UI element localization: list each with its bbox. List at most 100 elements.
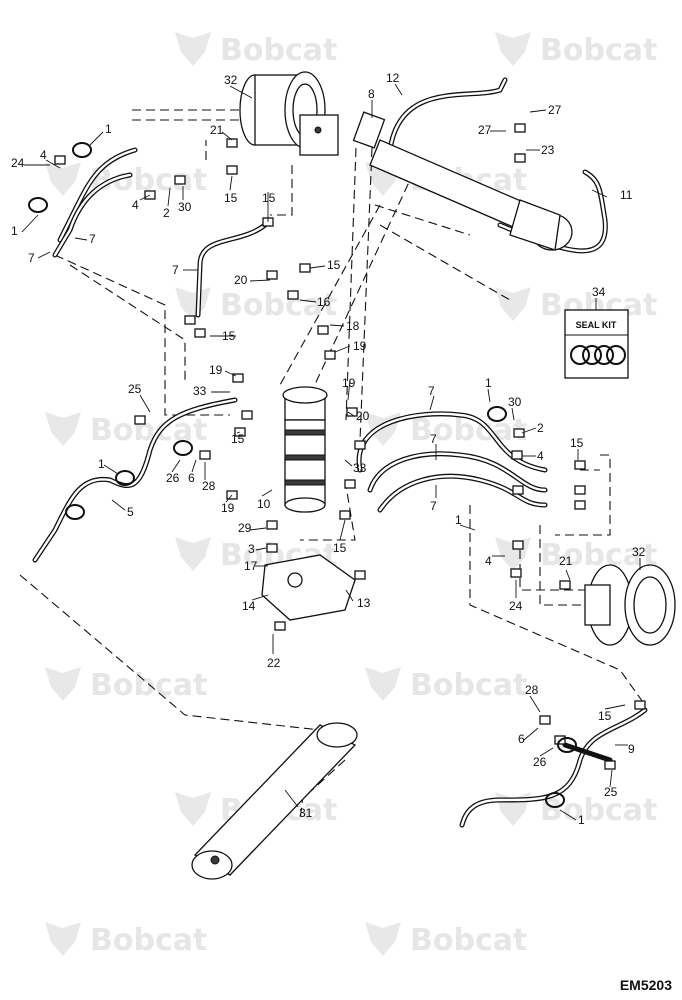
axle-tube — [191, 722, 358, 880]
watermark-text: Bobcat — [410, 923, 527, 958]
callout-18: 18 — [346, 319, 360, 333]
callout-7: 7 — [28, 251, 35, 265]
watermark-logo-mark — [495, 792, 531, 826]
leader-line — [339, 519, 346, 541]
leader-line — [309, 265, 326, 269]
hose-clamp-part — [173, 440, 193, 456]
callout-1: 1 — [455, 513, 462, 527]
fitting-part — [266, 270, 278, 280]
watermark-text: Bobcat — [410, 668, 527, 703]
leader-lines — [21, 83, 641, 821]
fitting-part — [226, 165, 238, 175]
callout-20: 20 — [356, 409, 370, 423]
watermark-logo-mark — [175, 32, 211, 66]
callout-16: 16 — [317, 295, 331, 309]
callout-7: 7 — [430, 499, 437, 513]
callout-23: 23 — [541, 143, 555, 157]
leader-line — [511, 407, 515, 421]
watermark-logo-mark — [495, 287, 531, 321]
leader-line — [429, 395, 435, 411]
callout-10: 10 — [257, 497, 271, 511]
fitting-part — [299, 263, 311, 273]
callout-28: 28 — [202, 479, 216, 493]
callout-30: 30 — [178, 200, 192, 214]
callout-34: 34 — [592, 285, 606, 299]
fitting-part — [510, 568, 522, 578]
callout-1: 1 — [578, 813, 585, 827]
callout-15: 15 — [231, 432, 245, 446]
callout-1: 1 — [485, 376, 492, 390]
callout-27: 27 — [478, 123, 492, 137]
callout-21: 21 — [210, 123, 224, 137]
leader-line — [334, 345, 351, 353]
callout-9: 9 — [628, 742, 635, 756]
fitting-part — [134, 415, 146, 425]
leader-line — [89, 131, 104, 146]
leader-line — [74, 237, 88, 241]
callout-3: 3 — [248, 542, 255, 556]
leader-line — [329, 324, 345, 327]
callout-25: 25 — [604, 785, 618, 799]
callout-15: 15 — [333, 541, 347, 555]
leader-line — [609, 769, 613, 788]
leader-line — [249, 279, 271, 282]
leader-line — [139, 194, 151, 201]
callout-15: 15 — [222, 329, 236, 343]
leader-line — [229, 175, 233, 191]
cylinder-assembly — [352, 111, 573, 251]
leader-line — [229, 85, 253, 99]
callout-24: 24 — [11, 156, 25, 170]
leader-line — [103, 464, 119, 475]
leader-line — [347, 411, 355, 417]
leader-line — [21, 214, 39, 233]
callout-15: 15 — [327, 258, 341, 272]
leader-line — [225, 494, 233, 503]
leader-line — [345, 589, 354, 602]
callout-1: 1 — [11, 224, 18, 238]
leader-line — [565, 569, 571, 581]
fitting-part — [339, 510, 351, 520]
leader-line — [236, 431, 241, 434]
leader-line — [347, 379, 351, 401]
callout-numbers: 32 12 8 27 27 23 1 4 24 21 15 2 30 4 1 7… — [11, 71, 646, 827]
leader-line — [284, 789, 299, 808]
leader-line — [167, 187, 171, 207]
fitting-part — [634, 700, 646, 710]
watermark-text: Bobcat — [540, 538, 657, 573]
fitting-part — [232, 373, 244, 383]
callout-20: 20 — [234, 273, 248, 287]
hose-clamp-part — [545, 792, 565, 808]
callout-11: 11 — [620, 188, 633, 202]
fitting-part — [287, 290, 299, 300]
watermark-text: Bobcat — [540, 33, 657, 68]
hose-clamp-part — [28, 197, 48, 213]
watermark-logo-mark — [175, 792, 211, 826]
leader-line — [37, 251, 51, 259]
drive-motor-top — [239, 71, 339, 156]
leader-line — [459, 524, 476, 531]
leader-line — [45, 159, 61, 169]
drive-motor-bottom — [584, 564, 676, 646]
callout-28: 28 — [525, 683, 539, 697]
hose-clamp-part — [487, 406, 507, 422]
hose-clamp-part — [557, 737, 577, 753]
leader-line — [591, 189, 608, 198]
callout-6: 6 — [188, 471, 195, 485]
leader-line — [191, 459, 197, 473]
fitting-part — [194, 328, 206, 338]
callout-2: 2 — [537, 421, 544, 435]
callout-27: 27 — [548, 103, 562, 117]
fitting-part — [226, 138, 238, 148]
leader-line — [111, 499, 126, 511]
fitting-part — [354, 570, 366, 580]
watermark-logo-mark — [45, 162, 81, 196]
watermark-logo-mark — [495, 32, 531, 66]
fitting-part — [346, 407, 358, 417]
callout-22: 22 — [267, 656, 281, 670]
seal-kit-label: SEAL KIT — [576, 320, 617, 330]
callout-1: 1 — [98, 457, 105, 471]
callout-19: 19 — [221, 501, 235, 515]
fitting-part — [513, 428, 525, 438]
callout-2: 2 — [163, 206, 170, 220]
fitting-part — [512, 485, 524, 495]
